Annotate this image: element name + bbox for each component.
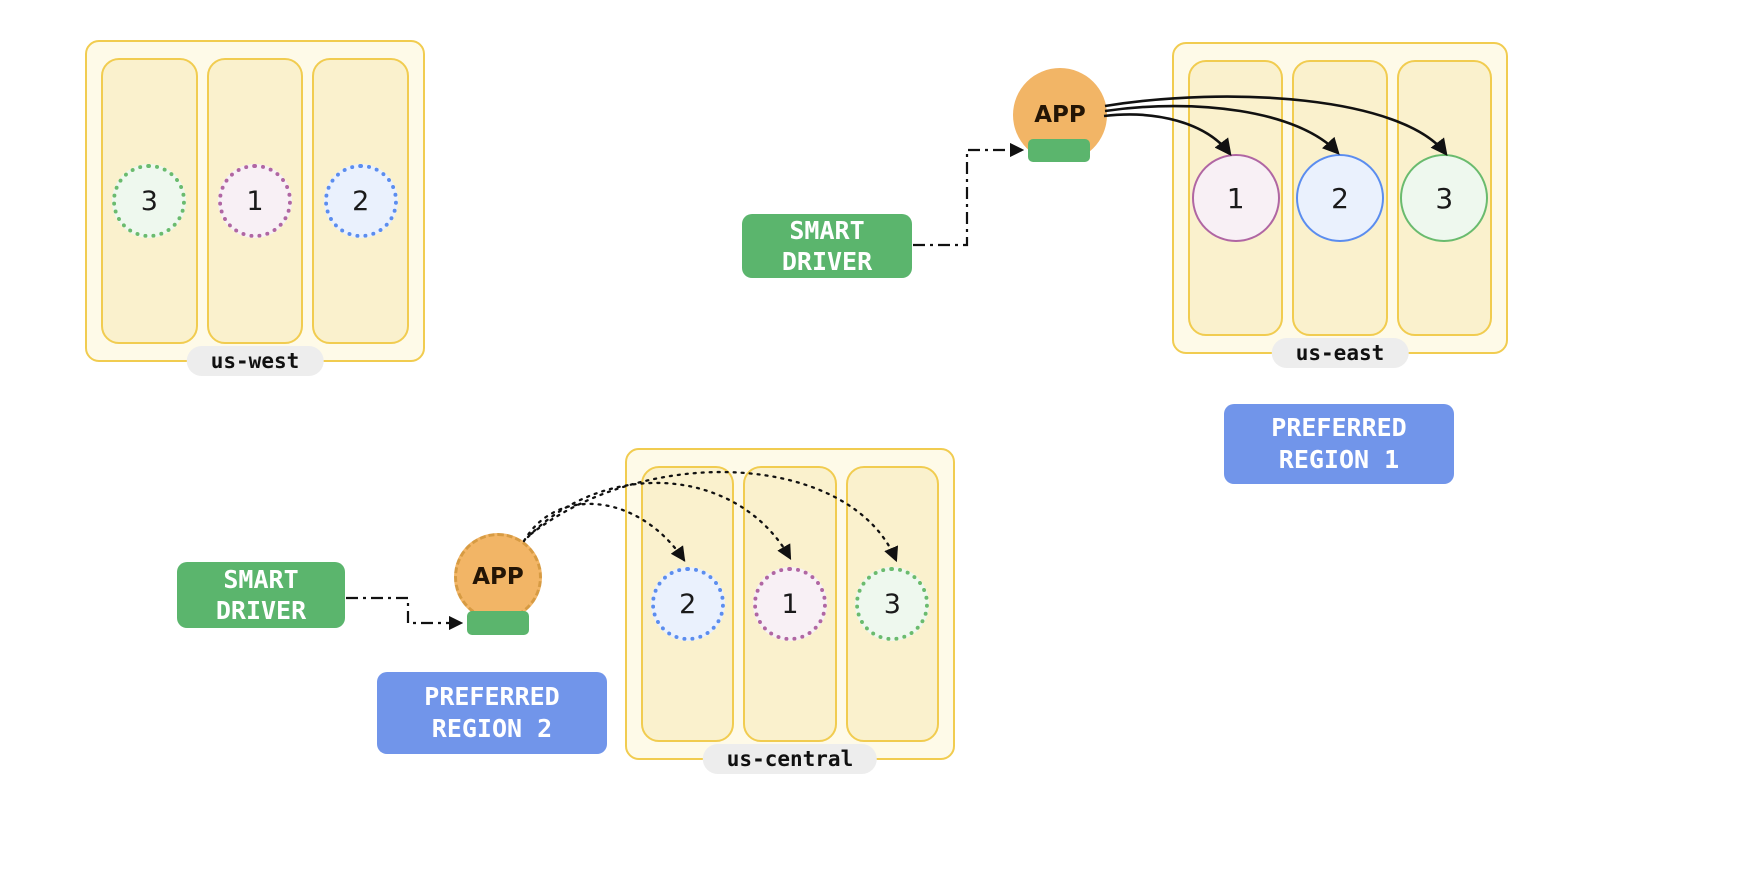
node-circle: 1 <box>752 567 827 641</box>
node-value: 1 <box>1226 181 1245 215</box>
node-circle: 3 <box>1400 154 1489 242</box>
zone-column: 3 <box>101 58 198 344</box>
node-circle: 2 <box>323 164 398 238</box>
zone-column: 1 <box>743 466 837 742</box>
region-us-east: 1 2 3 us-east <box>1172 42 1508 368</box>
zones-us-west: 3 1 2 <box>87 42 423 360</box>
zone-column: 1 <box>206 58 304 344</box>
zone-column: 3 <box>1396 60 1492 336</box>
arrow-driver-bottom-to-app <box>346 596 464 631</box>
node-value: 3 <box>140 185 158 217</box>
region-label-us-east: us-east <box>1271 338 1409 368</box>
node-circle: 3 <box>112 164 187 238</box>
zone-column: 1 <box>1188 60 1284 336</box>
zone-column: 3 <box>845 466 939 742</box>
region-us-central: 2 1 3 us-central <box>625 448 955 774</box>
node-circle: 2 <box>650 567 725 641</box>
zones-us-east: 1 2 3 <box>1174 44 1506 352</box>
app-label: APP <box>1034 102 1086 128</box>
app-label: APP <box>472 564 524 590</box>
zones-us-central: 2 1 3 <box>627 450 953 758</box>
app-connector-top <box>1028 139 1090 162</box>
node-circle: 1 <box>218 164 292 238</box>
node-value: 2 <box>1331 181 1349 215</box>
node-value: 2 <box>679 588 697 620</box>
preferred-region-1-label: PREFERRED REGION 1 <box>1224 404 1454 484</box>
node-value: 2 <box>352 185 370 217</box>
smart-driver-box-top: SMART DRIVER <box>742 214 912 278</box>
preferred-region-2-label: PREFERRED REGION 2 <box>377 672 607 754</box>
node-value: 3 <box>883 588 901 620</box>
node-value: 1 <box>246 185 264 217</box>
arrow-driver-top-to-app <box>913 142 1025 247</box>
zone-column: 2 <box>1292 60 1388 336</box>
node-circle: 2 <box>1295 154 1384 242</box>
smart-driver-box-bottom: SMART DRIVER <box>177 562 345 628</box>
zone-column: 2 <box>312 58 410 344</box>
region-us-west: 3 1 2 us-west <box>85 40 425 376</box>
node-circle: 3 <box>855 567 930 641</box>
region-label-us-west: us-west <box>186 346 324 376</box>
app-circle-bottom: APP <box>454 533 542 621</box>
app-connector-bottom <box>467 611 529 635</box>
node-value: 1 <box>781 588 799 620</box>
node-circle: 1 <box>1191 154 1280 242</box>
node-value: 3 <box>1435 181 1454 215</box>
zone-column: 2 <box>641 466 735 742</box>
region-label-us-central: us-central <box>702 744 878 774</box>
